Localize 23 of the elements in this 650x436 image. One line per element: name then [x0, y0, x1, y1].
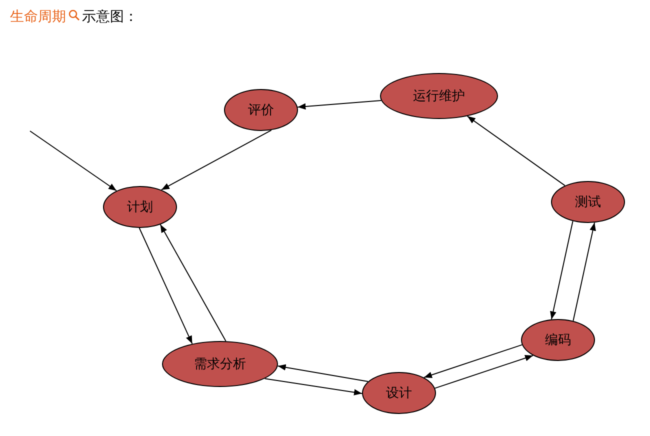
stage-label: 运行维护	[413, 88, 465, 105]
arrow	[550, 220, 574, 320]
arrow	[30, 130, 118, 192]
arrow	[297, 100, 382, 110]
keyword-link: 生命周期	[10, 8, 66, 26]
arrow	[277, 364, 368, 382]
arrow	[423, 344, 522, 378]
stage-label: 计划	[127, 199, 153, 216]
heading-text: 示意图：	[82, 8, 138, 26]
stage-label: 编码	[545, 332, 571, 349]
stage-label: 设计	[386, 385, 412, 402]
arrow	[264, 378, 362, 396]
arrow	[160, 130, 272, 190]
stage-ellipse	[521, 319, 595, 361]
stage-label: 需求分析	[194, 356, 246, 373]
stage-label: 测试	[575, 194, 601, 211]
stage-ellipse	[362, 372, 436, 414]
arrow	[434, 355, 534, 389]
stage-label: 评价	[248, 102, 274, 119]
arrow	[138, 228, 193, 344]
arrow	[160, 224, 226, 342]
arrow	[466, 116, 566, 186]
arrow	[572, 222, 596, 322]
